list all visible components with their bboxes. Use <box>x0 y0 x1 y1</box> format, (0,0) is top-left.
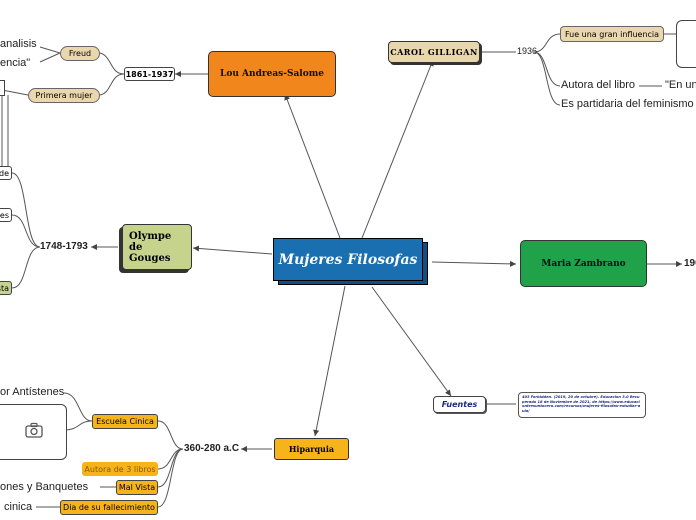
hiparquia-image-placeholder[interactable] <box>0 404 67 460</box>
hiparquia-cinica: cinica <box>4 501 33 513</box>
maria-year: 190 <box>684 258 696 269</box>
central-title: Mujeres Filosofas <box>278 251 418 268</box>
olympe-years: 1748-1793 <box>40 241 88 252</box>
carol-libro: "En un <box>665 79 696 91</box>
maria-node[interactable]: Maria Zambrano <box>520 240 647 287</box>
lou-edge-text-2: encia" <box>0 57 31 69</box>
hiparquia-node[interactable]: Hiparquia <box>274 438 349 460</box>
olympe-leaf-1[interactable]: de <box>0 166 12 180</box>
hiparquia-title: Hiparquia <box>288 444 335 454</box>
hiparquia-antistenes: or Antístenes <box>0 386 65 398</box>
hiparquia-mal-vista[interactable]: Mal Vista <box>116 480 158 495</box>
carol-node[interactable]: CAROL GILLIGAN <box>388 41 480 63</box>
lou-years[interactable]: 1861-1937 <box>124 67 175 81</box>
carol-autora: Autora del libro <box>561 79 635 91</box>
olympe-leaf-3[interactable]: ista <box>0 281 12 295</box>
olympe-leaf-2[interactable]: es <box>0 208 12 222</box>
olympe-node[interactable]: Olympe de Gouges <box>122 224 192 270</box>
carol-partidaria: Es partidaria del feminismo <box>561 98 694 110</box>
lou-primera-mujer[interactable]: Primera mujer <box>28 88 100 103</box>
fuentes-citation: 403 Forbidden. (2019, 20 de octubre). Ed… <box>518 392 646 418</box>
carol-title: CAROL GILLIGAN <box>390 47 478 57</box>
fuentes-node[interactable]: Fuentes <box>433 396 486 413</box>
camera-icon <box>24 422 43 442</box>
carol-image-frame <box>676 20 696 68</box>
lou-freud[interactable]: Freud <box>60 46 100 61</box>
hiparquia-escuela[interactable]: Escuela Cinica <box>92 414 158 429</box>
carol-year: 1936 <box>517 46 538 56</box>
hiparquia-autora[interactable]: Autora de 3 libros <box>82 462 158 476</box>
carol-influencia[interactable]: Fue una gran influencia <box>560 26 664 42</box>
hiparquia-years: 360-280 a.C <box>184 443 240 454</box>
olympe-title: Olympe de Gouges <box>129 230 172 264</box>
lou-leaf-stub <box>0 80 5 96</box>
lou-node[interactable]: Lou Andreas-Salome <box>208 51 336 97</box>
lou-edge-text-1: analisis <box>0 38 37 50</box>
central-node[interactable]: Mujeres Filosofas <box>273 238 423 281</box>
lou-title: Lou Andreas-Salome <box>220 69 324 79</box>
hiparquia-banquetes: ones y Banquetes <box>0 481 89 493</box>
maria-title: Maria Zambrano <box>541 258 626 269</box>
hiparquia-fallecimiento[interactable]: Dia de su fallecimiento <box>60 500 158 515</box>
